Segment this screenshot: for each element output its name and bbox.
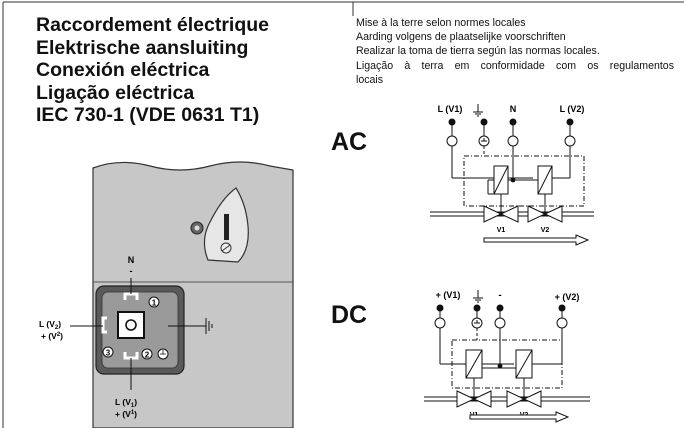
connector-drawing: 1 3 2 N - L (V2) + (V2) L (V1) + (V1) bbox=[39, 161, 294, 428]
title-nl: Elektrische aansluiting bbox=[36, 36, 249, 59]
note-fr: Mise à la terre selon normes locales bbox=[356, 17, 526, 29]
ac-valve-v1-icon bbox=[483, 205, 519, 223]
dc-terminal-plus-v2: + (V2) bbox=[555, 292, 580, 302]
title-pt: Ligação eléctrica bbox=[36, 81, 195, 104]
gland-slot bbox=[224, 214, 229, 240]
pin-2-number: 2 bbox=[145, 351, 150, 360]
ac-flow-arrow-icon bbox=[483, 234, 590, 246]
contact-l2 bbox=[101, 316, 107, 334]
terminal-n-label: N bbox=[128, 255, 135, 265]
pin-3-number: 3 bbox=[106, 349, 111, 358]
dc-terminal-plus-v1: + (V1) bbox=[436, 290, 461, 300]
dc-flow-arrow-icon bbox=[469, 411, 570, 423]
ac-valve-v1-label: V1 bbox=[497, 227, 506, 234]
terminal-l1-label: L (V1) bbox=[115, 397, 137, 409]
ac-valve-v2-label: V2 bbox=[541, 227, 550, 234]
dc-earth-symbol-icon bbox=[473, 290, 483, 303]
ac-schematic: L (V1) N L (V2) bbox=[430, 104, 594, 246]
terminal-plus-v2-label: + (V2) bbox=[41, 331, 63, 341]
title-es: Conexión eléctrica bbox=[36, 59, 210, 81]
note-pt-cont: locais bbox=[356, 73, 384, 86]
note-nl: Aarding volgens de plaatselijke voorschr… bbox=[356, 31, 566, 44]
title-standard: IEC 730-1 (VDE 0631 T1) bbox=[36, 104, 260, 126]
dc-valve-v2-icon bbox=[506, 390, 542, 408]
grounding-notes: Mise à la terre selon normes locales Aar… bbox=[356, 16, 674, 87]
terminal-l2-label: L (V2) bbox=[39, 319, 61, 331]
ac-valve-v2-icon bbox=[527, 205, 563, 223]
title-fr: Raccordement électrique bbox=[36, 14, 270, 36]
ac-earth-symbol-icon bbox=[473, 104, 483, 117]
terminal-plus-v1-label: + (V1) bbox=[115, 409, 137, 419]
dc-schematic: + (V1) - + (V2) bbox=[424, 290, 590, 423]
earth-symbol-icon bbox=[196, 318, 213, 334]
note-es: Realizar la toma de tierra según las nor… bbox=[356, 45, 600, 58]
dc-valve-v1-icon bbox=[456, 390, 492, 408]
ac-terminal-l-v1: L (V1) bbox=[438, 104, 463, 114]
terminal-n-sign: - bbox=[130, 266, 133, 276]
note-pt: Ligação à terra em conformidade com os r… bbox=[356, 59, 674, 72]
ac-label: AC bbox=[331, 128, 368, 156]
dc-terminal-minus: - bbox=[498, 290, 501, 301]
connection-titles: Raccordement électrique Elektrische aans… bbox=[36, 14, 269, 127]
ac-terminal-n: N bbox=[510, 104, 517, 114]
dc-label: DC bbox=[331, 301, 368, 329]
ac-terminal-l-v2: L (V2) bbox=[560, 104, 585, 114]
pin-1-number: 1 bbox=[152, 299, 157, 308]
